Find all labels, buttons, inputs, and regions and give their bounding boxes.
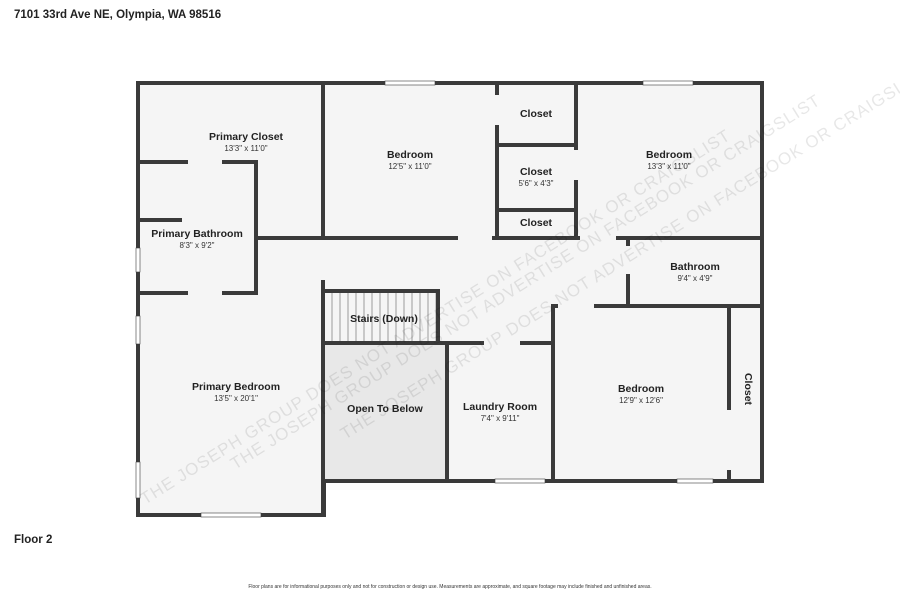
room-dims-bedroom-2: 13'3" x 11'0" [647, 162, 690, 171]
room-name-bedroom-1: Bedroom [387, 149, 433, 161]
room-name-closet-4: Closet [742, 373, 754, 406]
room-dims-bathroom: 9'4" x 4'9" [678, 274, 713, 283]
room-name-primary-bathroom: Primary Bathroom [151, 228, 243, 240]
room-name-primary-closet: Primary Closet [209, 131, 284, 143]
room-name-laundry-room: Laundry Room [463, 401, 537, 413]
room-name-stairs: Stairs (Down) [350, 313, 418, 325]
room-dims-bedroom-3: 12'9" x 12'6" [619, 396, 663, 405]
room-name-bedroom-3: Bedroom [618, 383, 664, 395]
floor-fill [138, 83, 762, 515]
property-address: 7101 33rd Ave NE, Olympia, WA 98516 [14, 9, 222, 21]
room-name-closet-3: Closet [520, 217, 553, 229]
room-labels: Primary Closet 13'3" x 11'0" Primary Bat… [151, 108, 754, 423]
room-dims-closet-2: 5'6" x 4'3" [519, 179, 554, 188]
room-name-open-to-below: Open To Below [347, 403, 423, 415]
open-to-below-area [325, 343, 446, 481]
room-dims-laundry-room: 7'4" x 9'11" [481, 414, 520, 423]
room-name-bathroom: Bathroom [670, 261, 720, 273]
floor-label: Floor 2 [14, 534, 53, 546]
room-dims-primary-closet: 13'3" x 11'0" [224, 144, 267, 153]
room-dims-primary-bedroom: 13'5" x 20'1" [214, 394, 258, 403]
disclaimer-text: Floor plans are for informational purpos… [248, 584, 652, 590]
windows [135, 80, 714, 518]
room-dims-bedroom-1: 12'5" x 11'0" [388, 162, 431, 171]
room-name-closet-1: Closet [520, 108, 553, 120]
door-openings [188, 95, 731, 470]
room-name-bedroom-2: Bedroom [646, 149, 692, 161]
room-dims-primary-bathroom: 8'3" x 9'2" [180, 241, 215, 250]
room-name-closet-2: Closet [520, 166, 553, 178]
room-name-primary-bedroom: Primary Bedroom [192, 381, 280, 393]
